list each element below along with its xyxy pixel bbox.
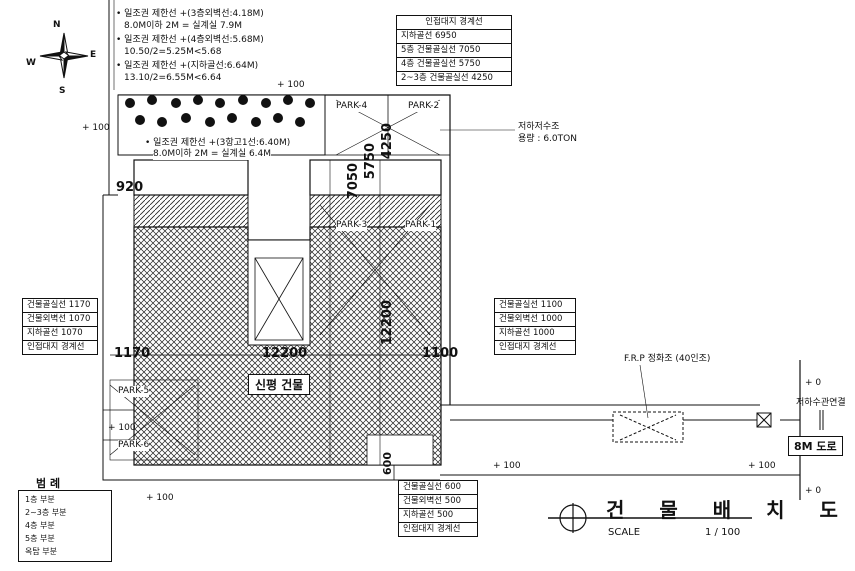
- legend-item: 4층 부분: [25, 521, 55, 530]
- compass-n-label: N: [53, 20, 61, 30]
- table-row: 인접대지 경계선: [495, 340, 575, 354]
- note-line: • 일조권 제한선 +(4층외벽선:5.68M): [116, 35, 264, 45]
- table-row: 건물외벽선 1070: [23, 312, 97, 326]
- legend-item: 1층 부분: [25, 495, 55, 504]
- parking-label: PARK-1: [405, 220, 437, 231]
- note-line: • 일조권 제한선 +(3항고1선:6.40M): [145, 138, 291, 149]
- dimension-label: 920: [116, 180, 144, 195]
- sewer-connection-label: 저하수관연결: [796, 398, 846, 408]
- legend-title: 범 례: [36, 477, 61, 490]
- table-row: 지하골선 1000: [495, 326, 575, 340]
- level-mark: + 0: [805, 378, 822, 388]
- note-line: • 일조권 제한선 +(3층외벽선:4.18M): [116, 9, 264, 19]
- note-line: 8.0M이하 2M = 실계실 6.4M: [153, 149, 272, 160]
- tank-label: 저하저수조: [518, 122, 560, 132]
- drawing-title: 건 물 배 치 도: [606, 498, 852, 522]
- level-mark: + 100: [82, 123, 110, 133]
- road-label: 8M 도로: [788, 436, 843, 456]
- compass-w-label: W: [26, 58, 36, 68]
- parking-label: PARK-6: [118, 440, 150, 451]
- dimension-label: 1170: [114, 346, 151, 361]
- tank-capacity: 용량 : 6.0TON: [518, 134, 577, 144]
- dimension-label: 1100: [422, 346, 459, 361]
- table-row: 4층 건물골실선 5750: [397, 57, 511, 71]
- north-arrow-icon: [39, 32, 89, 79]
- table-row: 건물외벽선 500: [399, 494, 477, 508]
- table-row: 건물골실선 600: [403, 482, 462, 492]
- legend: 1층 부분 2~3층 부분 4층 부분 5층 부분 옥탑 부분: [18, 490, 112, 562]
- parking-label: PARK-4: [336, 101, 368, 112]
- note-line: 10.50/2=5.25M<5.68: [124, 47, 222, 57]
- parking-label: PARK-2: [408, 101, 440, 112]
- offset-table-top: 인접대지 경계선 지하골선 6950 5층 건물골실선 7050 4층 건물골실…: [396, 15, 512, 86]
- scale-label: SCALE: [608, 527, 641, 538]
- compass-e-label: E: [90, 50, 97, 60]
- table-row: 2~3층 건물골실선 4250: [397, 71, 511, 85]
- parking-label: PARK-3: [336, 220, 368, 231]
- offset-table-bottom: 건물골실선 600 건물외벽선 500 지하골선 500 인접대지 경계선: [398, 480, 478, 537]
- dimension-label: 5750: [363, 143, 378, 180]
- scale-value: 1 / 100: [705, 527, 741, 538]
- level-mark: + 0: [805, 486, 822, 496]
- table-row: 인접대지 경계선: [425, 17, 483, 27]
- level-mark: + 100: [108, 423, 136, 433]
- table-row: 인접대지 경계선: [399, 522, 477, 536]
- offset-table-right: 건물골실선 1100 건물외벽선 1000 지하골선 1000 인접대지 경계선: [494, 298, 576, 355]
- table-row: 지하골선 1070: [23, 326, 97, 340]
- parking-label: PARK-5: [118, 386, 150, 397]
- table-row: 건물골실선 1100: [499, 300, 563, 310]
- table-row: 인접대지 경계선: [23, 340, 97, 354]
- note-line: • 일조권 제한선 +(지하골선:6.64M): [116, 61, 259, 71]
- table-row: 5층 건물골실선 7050: [397, 43, 511, 57]
- note-line: 13.10/2=6.55M<6.64: [124, 73, 222, 83]
- note-line: 8.0M이하 2M = 실계실 7.9M: [124, 21, 243, 31]
- dimension-label: 12200: [380, 300, 395, 346]
- dimension-label: 12200: [262, 346, 308, 361]
- dimension-label: 7050: [346, 163, 361, 200]
- new-building-label: 신평 건물: [248, 374, 311, 395]
- table-row: 지하골선 6950: [397, 29, 511, 43]
- offset-table-left: 건물골실선 1170 건물외벽선 1070 지하골선 1070 인접대지 경계선: [22, 298, 98, 355]
- level-mark: + 100: [748, 461, 776, 471]
- level-mark: + 100: [493, 461, 521, 471]
- frp-tank-label: F.R.P 정화조 (40인조): [624, 354, 711, 364]
- table-row: 건물외벽선 1000: [495, 312, 575, 326]
- table-row: 건물골실선 1170: [27, 300, 91, 310]
- compass-s-label: S: [59, 86, 66, 96]
- dimension-label: 600: [381, 452, 394, 475]
- dimension-label: 4250: [380, 123, 395, 160]
- legend-item: 2~3층 부분: [25, 508, 67, 517]
- legend-item: 5층 부분: [25, 534, 55, 543]
- legend-item: 옥탑 부분: [25, 547, 57, 556]
- level-mark: + 100: [277, 80, 305, 90]
- level-mark: + 100: [146, 493, 174, 503]
- table-row: 지하골선 500: [399, 508, 477, 522]
